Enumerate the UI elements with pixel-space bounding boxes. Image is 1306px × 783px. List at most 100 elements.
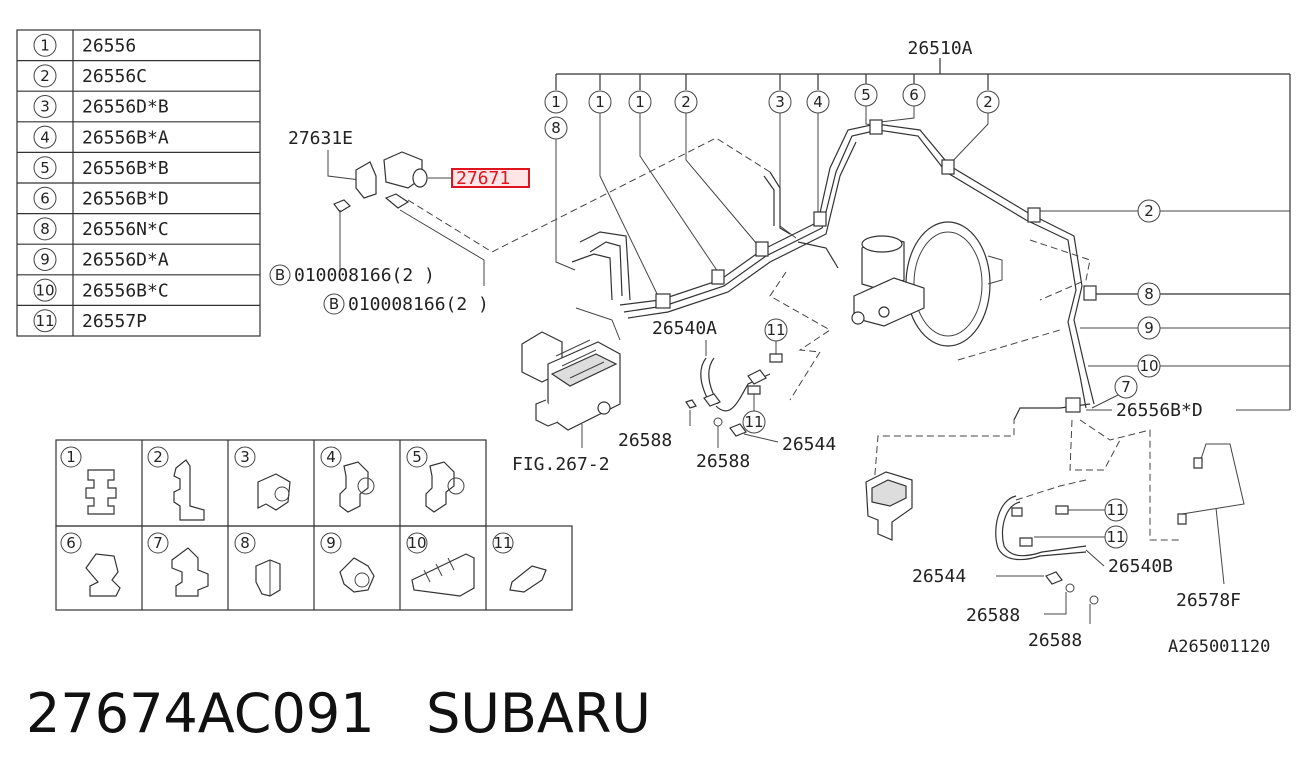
legend-row-number: 8 (40, 220, 50, 238)
legend-row-part: 26556C (82, 66, 147, 87)
clip-number: 10 (407, 534, 426, 552)
rear-bracket: 26578F (1176, 443, 1245, 611)
callout: 7 (1121, 378, 1131, 396)
sensor-bracket-assembly: 27631E 27671 B 010008166(2 ) B 010008166… (269, 128, 530, 315)
callout: 1 (595, 93, 605, 111)
clip-icon (257, 473, 291, 511)
bolt-marker: B (329, 295, 339, 313)
legend-row-part: 26556D*B (82, 97, 169, 118)
clip-number: 5 (412, 448, 422, 466)
callout: 11 (1106, 528, 1125, 546)
right-callouts: 2 8 9 10 7 26556B*D (1034, 199, 1290, 421)
brand-name: SUBARU (426, 682, 651, 745)
legend-row-part: 26556B*D (82, 189, 169, 210)
clip-icon (509, 565, 547, 593)
part-legend-table: 1 26556 2 26556C 3 26556D*B 4 26556B*A 5… (16, 29, 261, 337)
part-caption: 27674AC091 SUBARU (26, 682, 651, 745)
callout: 4 (813, 93, 823, 111)
clip-cell: 10 (406, 532, 475, 597)
clip-icon (85, 553, 121, 597)
bolt-label-1: 010008166(2 ) (294, 265, 435, 286)
rear-pipe-label: 26556B*D (1116, 400, 1203, 421)
legend-row: 11 26557P (33, 309, 147, 333)
callout: 11 (766, 321, 785, 339)
clip-number: 6 (66, 534, 76, 552)
legend-row: 3 26556D*B (33, 95, 169, 118)
rear-hose-label: 26540B (1108, 556, 1173, 577)
brake-pipes (571, 119, 1097, 421)
clip-cell: 5 (406, 446, 465, 513)
rear-hose-group: 11 11 26540B 26544 26588 26588 (865, 471, 1173, 651)
clip-number: 2 (153, 448, 163, 466)
callout: 3 (775, 93, 785, 111)
part-number: 27674AC091 (26, 682, 375, 745)
legend-row: 4 26556B*A (33, 125, 169, 149)
clip-icon (255, 559, 281, 597)
legend-row: 5 26556B*B (33, 156, 169, 180)
callout: 2 (1144, 202, 1154, 220)
clip-cell: 8 (234, 532, 281, 597)
callout: 8 (1144, 285, 1154, 303)
callout: 1 (551, 93, 561, 111)
callout: 11 (1106, 501, 1125, 519)
clip-number: 9 (326, 534, 336, 552)
legend-row-number: 10 (35, 281, 54, 299)
callout: 9 (1144, 319, 1154, 337)
legend-row-number: 4 (40, 128, 50, 146)
clip-cell: 11 (492, 532, 547, 593)
clip-icon (171, 547, 209, 597)
front-hose-label: 26540A (652, 318, 717, 339)
callout: 6 (909, 86, 919, 104)
bolt-marker: B (275, 266, 285, 284)
legend-row-number: 1 (40, 37, 50, 55)
clip-cell: 2 (147, 446, 205, 521)
clip-cell: 3 (234, 446, 291, 511)
union-bolt-label-a: 26544 (782, 434, 836, 455)
clip-icon (339, 461, 369, 513)
legend-row-number: 9 (40, 251, 50, 269)
clip-cell: 7 (147, 532, 209, 597)
clip-icon (411, 553, 475, 597)
gasket-label-c: 26588 (966, 605, 1020, 626)
legend-row-number: 6 (40, 190, 50, 208)
legend-row-number: 11 (35, 312, 54, 330)
callout: 10 (1139, 357, 1158, 375)
highlighted-part-label[interactable]: 27671 (456, 168, 510, 189)
clip-number: 11 (493, 534, 512, 552)
clip-cell: 9 (320, 532, 375, 593)
bolt-label-2: 010008166(2 ) (348, 294, 489, 315)
clip-icon (425, 461, 455, 513)
main-pipe-label: 26510A (907, 38, 972, 59)
clip-number: 4 (326, 448, 336, 466)
legend-row-part: 26556 (82, 36, 136, 57)
legend-row: 6 26556B*D (33, 186, 169, 210)
legend-row-part: 26556B*A (82, 127, 169, 148)
legend-row-part: 26557P (82, 311, 147, 332)
gasket-label-d: 26588 (1028, 630, 1082, 651)
legend-row: 8 26556N*C (33, 217, 169, 241)
legend-row: 9 26556D*A (33, 248, 169, 271)
clip-number: 3 (240, 448, 250, 466)
diagram-code: A265001120 (1168, 637, 1270, 657)
dashed-leaders (407, 137, 1180, 541)
gasket-label-b: 26588 (696, 451, 750, 472)
union-bolt-label-b: 26544 (912, 566, 966, 587)
callout: 5 (861, 86, 871, 104)
legend-row-part: 26556B*B (82, 158, 169, 179)
callout: 11 (744, 413, 763, 431)
legend-row-part: 26556D*A (82, 250, 169, 271)
legend-row-part: 26556B*C (82, 280, 169, 301)
legend-row-number: 3 (40, 98, 50, 116)
callout: 2 (681, 93, 691, 111)
bracket-label: 27631E (288, 128, 353, 149)
clip-cell: 4 (320, 446, 375, 513)
clip-cell: 6 (60, 532, 121, 597)
gasket-label-a: 26588 (618, 430, 672, 451)
fig-reference: FIG.267-2 (512, 454, 610, 475)
callout: 8 (551, 119, 561, 137)
clip-cell: 1 (60, 446, 117, 515)
clip-grid: 1 2 3 4 5 6 (55, 439, 573, 611)
front-hose-group: 26540A 11 11 26588 26588 26544 (618, 318, 836, 472)
legend-row-part: 26556N*C (82, 219, 169, 240)
